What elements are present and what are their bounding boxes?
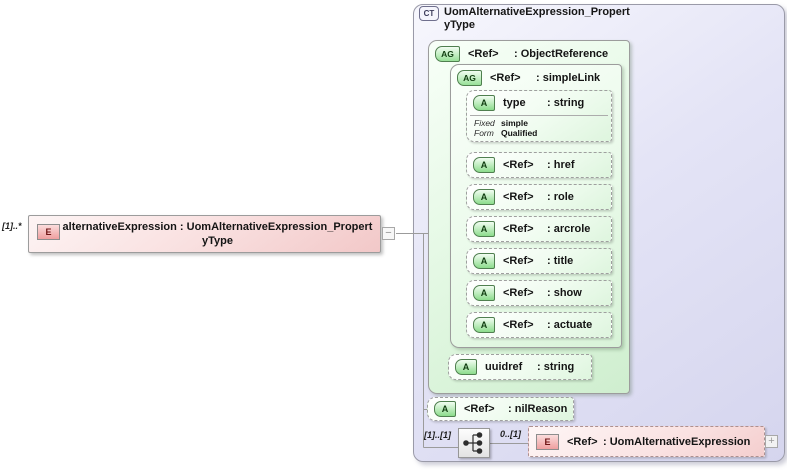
complextype-title: UomAlternativeExpression_Propert yType (444, 6, 630, 31)
complextype-header: CT UomAlternativeExpression_Propert yTyp… (419, 6, 630, 32)
child-element-cardinality: 0..[1] (500, 429, 522, 439)
attribute-icon: A (455, 359, 477, 375)
attribute-icon: A (434, 401, 456, 417)
attribute-icon: A (473, 95, 495, 111)
element-cardinality: [1]..* (2, 221, 22, 231)
attribute-icon: A (473, 317, 495, 333)
attribute-actuate[interactable]: A <Ref> : actuate (466, 312, 612, 338)
sequence-compositor[interactable] (458, 428, 490, 458)
attributegroup-objectreference-header: AG <Ref> : ObjectReference (429, 41, 629, 62)
attribute-icon: A (473, 157, 495, 173)
element-icon: E (536, 433, 559, 450)
attribute-icon: A (473, 189, 495, 205)
attribute-icon: A (473, 221, 495, 237)
attributegroup-icon: AG (435, 46, 460, 62)
attribute-icon: A (473, 285, 495, 301)
attribute-nilreason[interactable]: A <Ref> : nilReason (427, 397, 574, 421)
sequence-icon (463, 432, 483, 454)
attribute-uuidref[interactable]: A uuidref : string (448, 354, 592, 380)
attribute-facets: Fixed simple Form Qualified (470, 115, 608, 139)
attribute-icon: A (473, 253, 495, 269)
sequence-cardinality: [1]..[1] (424, 430, 451, 440)
element-icon: E (37, 224, 60, 240)
attribute-role[interactable]: A <Ref> : role (466, 184, 612, 210)
attribute-show[interactable]: A <Ref> : show (466, 280, 612, 306)
expand-button[interactable]: + (765, 435, 778, 448)
attribute-arcrole[interactable]: A <Ref> : arcrole (466, 216, 612, 242)
attribute-type[interactable]: A type : string Fixed simple Form Qualif… (466, 90, 612, 142)
complextype-icon: CT (419, 6, 439, 21)
element-label: alternativeExpression : UomAlternativeEx… (62, 221, 373, 247)
attributegroup-simplelink-header: AG <Ref> : simpleLink (451, 65, 621, 86)
collapse-button[interactable]: − (382, 227, 395, 240)
element-ref-uomalternativeexpression[interactable]: E <Ref> : UomAlternativeExpression (528, 426, 765, 457)
attribute-href[interactable]: A <Ref> : href (466, 152, 612, 178)
attribute-title[interactable]: A <Ref> : title (466, 248, 612, 274)
element-alternativeExpression[interactable]: E alternativeExpression : UomAlternative… (28, 215, 381, 253)
attributegroup-icon: AG (457, 70, 482, 86)
